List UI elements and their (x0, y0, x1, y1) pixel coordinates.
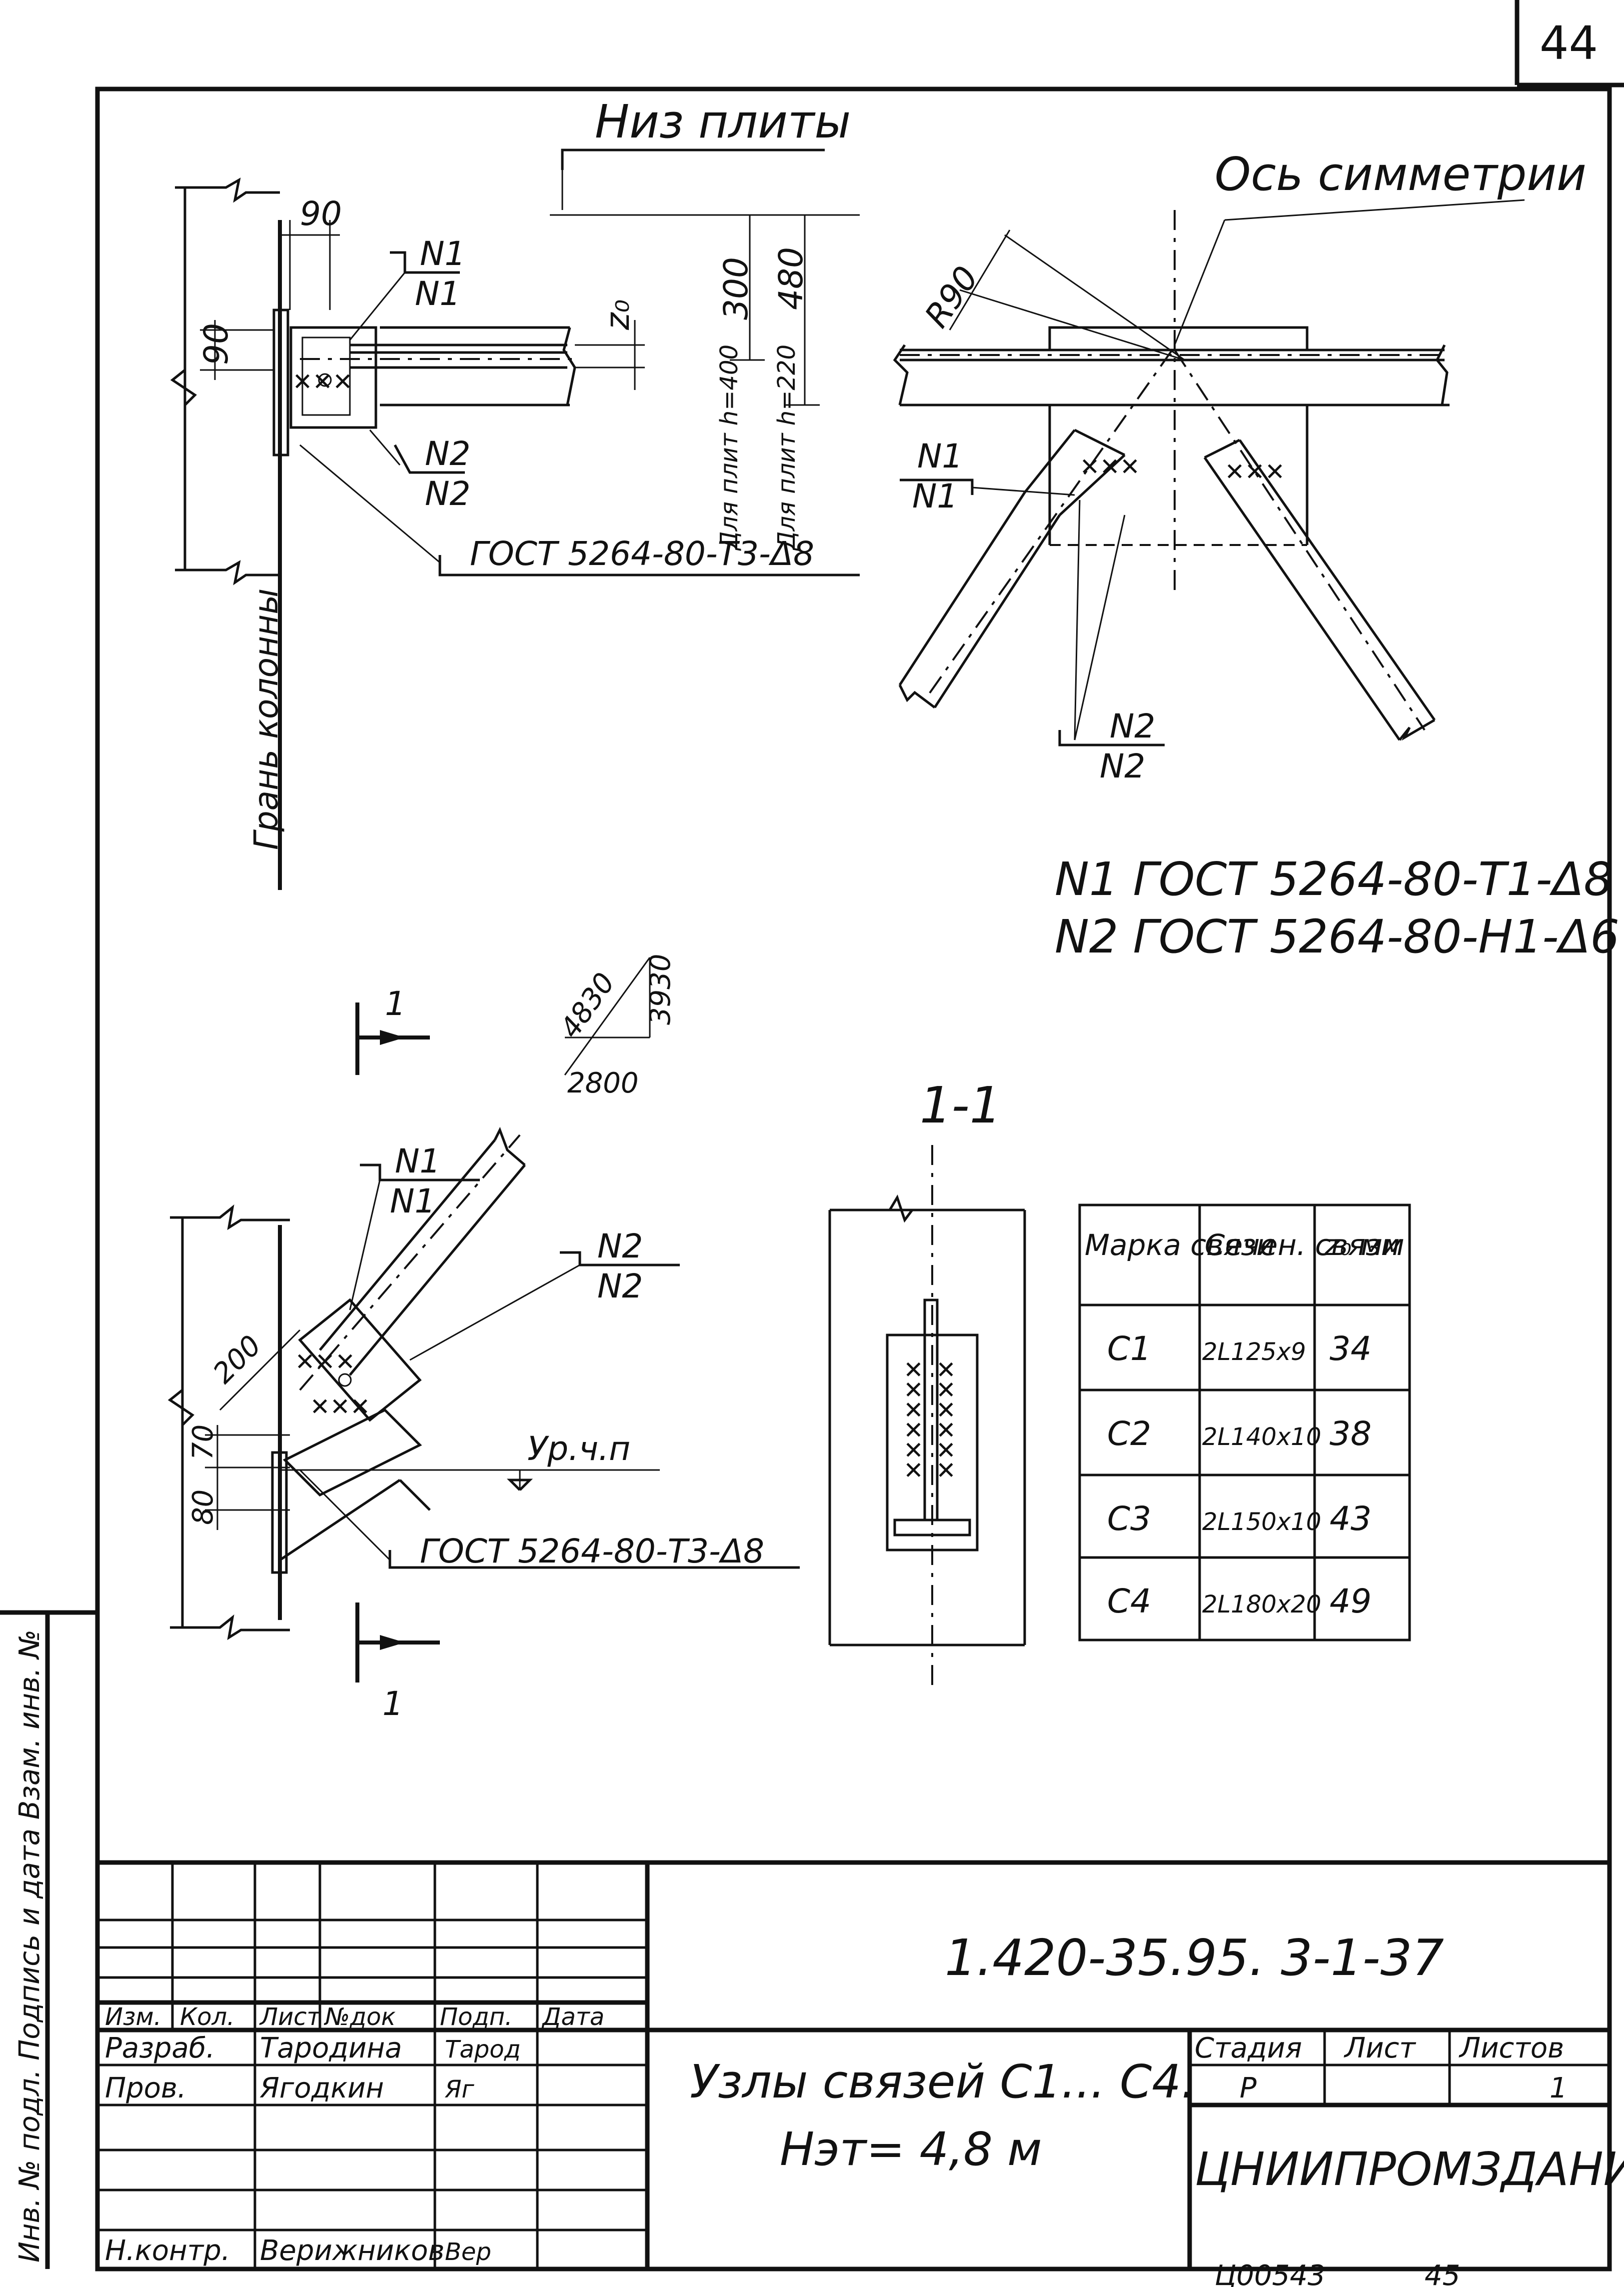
column-face-label: Грань колонны (247, 588, 285, 850)
archive-code: Ц00543 (1215, 2260, 1326, 2287)
table-header-z0: z₀ мм (1324, 1228, 1405, 1262)
sheets-header: Листов (1459, 2032, 1564, 2064)
weld-crosses-3: ✕✕✕ (1225, 458, 1285, 486)
n1-top-left-b: N1 (415, 274, 460, 313)
slab-h400: Для плит h=400 (715, 344, 743, 551)
table-cell-r1c1: 2L140x10 (1202, 1423, 1321, 1451)
role-normcontrol: Н.контр. (105, 2234, 230, 2267)
section-mark-bottom: 1 (382, 1684, 403, 1723)
col-kol: Кол. (180, 2003, 234, 2031)
table-cell-r0c0: С1 (1107, 1330, 1151, 1368)
name-developer: Тародина (260, 2032, 402, 2064)
dim-z0: z₀ (598, 300, 637, 330)
col-list: Лист (259, 2003, 322, 2031)
dim-2800: 2800 (567, 1067, 639, 1100)
weld-crosses-2: ✕✕✕ (1080, 453, 1140, 481)
section-label: 1-1 (920, 1076, 1001, 1134)
title-block: 1.420-35.95. 3-1-37 Изм. Кол. Лист №док … (97, 1860, 1624, 2269)
table-cell-r0c1: 2L125x9 (1202, 1338, 1306, 1366)
page-number: 44 (1540, 16, 1598, 70)
node-top-left: ✕✕✕ 90 90 N1 N1 N2 N2 ГОСТ 5264-80-Т3-Δ8 (170, 95, 860, 890)
n1-top-left-a: N1 (420, 234, 465, 273)
weld-t3-bottom: ГОСТ 5264-80-Т3-Δ8 (420, 1532, 764, 1570)
table-cell-r0c2: 34 (1330, 1330, 1372, 1368)
dim-90-top: 90 (300, 194, 342, 233)
col-izm: Изм. (105, 2003, 161, 2031)
weld-crosses-4: ✕✕✕ (295, 1348, 355, 1376)
weld-t3-top: ГОСТ 5264-80-Т3-Δ8 (470, 534, 814, 573)
dim-70: 70 (187, 1424, 219, 1460)
drawing-title-2: Нэт= 4,8 м (780, 2122, 1042, 2176)
role-checker: Пров. (105, 2072, 186, 2104)
n1-bottom-a: N1 (395, 1142, 440, 1180)
level-ref-label: Ур.ч.п (527, 1430, 630, 1468)
stage-header: Стадия (1195, 2032, 1302, 2064)
drawing-frame (95, 86, 1612, 2272)
n2-top-left-a: N2 (425, 434, 470, 473)
col-data: Дата (541, 2003, 604, 2031)
col-podp: Подп. (440, 2003, 512, 2031)
n2-top-left-b: N2 (425, 474, 470, 513)
table-cell-r2c1: 2L150x10 (1202, 1508, 1321, 1536)
name-checker: Ягодкин (259, 2072, 384, 2104)
binding-stamp-text: Инв. № подл. Подпись и дата Взам. инв. № (13, 1630, 46, 2262)
table-cell-r3c1: 2L180x20 (1202, 1590, 1321, 1618)
n2-bottom-b: N2 (597, 1267, 643, 1306)
weld-crosses-1: ✕✕✕ (292, 368, 353, 396)
bracing-table: Марка связи Сечен. связи z₀ мм С1 2L125x… (1078, 1204, 1411, 1642)
archive-num: 45 (1425, 2260, 1460, 2287)
table-cell-r1c2: 38 (1330, 1414, 1372, 1453)
n1-top-right-b: N1 (912, 477, 958, 516)
sign-checker: Яг (444, 2076, 474, 2104)
sheet-header: Лист (1344, 2032, 1416, 2064)
organization: ЦНИИПРОМЗДАНИЙ (1195, 2142, 1624, 2196)
table-cell-r2c2: 43 (1330, 1500, 1372, 1538)
table-cell-r1c0: С2 (1107, 1414, 1151, 1453)
symmetry-axis-label: Ось симметрии (1215, 148, 1587, 201)
dim-480: 480 (772, 247, 810, 310)
n2-top-right-a: N2 (1110, 707, 1155, 746)
role-developer: Разраб. (105, 2032, 215, 2064)
weld-crosses-6: ✕✕✕✕✕✕ (900, 1360, 928, 1480)
dim-r90: R90 (917, 260, 986, 335)
table-header-section: Сечен. связи (1205, 1228, 1400, 1262)
n1-top-right-a: N1 (917, 437, 963, 476)
doc-code: 1.420-35.95. 3-1-37 (945, 1928, 1444, 1987)
sign-developer: Тарод (445, 2036, 521, 2064)
table-cell-r3c2: 49 (1330, 1582, 1372, 1620)
dim-80: 80 (187, 1490, 219, 1525)
weld-crosses-7: ✕✕✕✕✕✕ (933, 1360, 961, 1480)
table-header-mark: Марка связи (1085, 1228, 1275, 1262)
weld-legend-n1: N1 ГОСТ 5264-80-Т1-Δ8 (1055, 852, 1613, 906)
node-top-right: ✕✕✕ ✕✕✕ Ось симметрии R90 N1 N1 N2 N2 (893, 148, 1587, 786)
dim-300: 300 (717, 257, 755, 320)
dim-200: 200 (207, 1329, 268, 1390)
dim-3930: 3930 (644, 954, 677, 1025)
dim-4830: 4830 (554, 967, 621, 1044)
section-1-1: 1-1 ✕✕✕✕✕✕ ✕✕✕✕✕✕ (828, 1076, 1026, 1685)
n1-bottom-b: N1 (390, 1182, 435, 1220)
weld-legend-n2: N2 ГОСТ 5264-80-Н1-Δ6 (1055, 910, 1620, 964)
drawing-title-1: Узлы связей С1... С4. (690, 2055, 1196, 2108)
underside-slab-label: Низ плиты (595, 95, 851, 148)
section-mark-top: 1 (385, 984, 406, 1023)
dim-90-left: 90 (197, 323, 235, 365)
table-cell-r2c0: С3 (1107, 1500, 1151, 1538)
sign-normcontrol: Вер (445, 2238, 491, 2266)
weld-crosses-5: ✕✕✕ (310, 1393, 370, 1421)
binding-stamp: Инв. № подл. Подпись и дата Взам. инв. № (0, 1610, 97, 2269)
page-number-box: 44 (1515, 0, 1624, 88)
node-bottom-left: ✕✕✕ ✕✕✕ 4830 3930 2800 1 1 N1 N1 N2 N2 2… (167, 954, 800, 1723)
table-cell-r3c0: С4 (1107, 1582, 1151, 1620)
n2-bottom-a: N2 (597, 1227, 643, 1266)
sheets-value: 1 (1550, 2072, 1568, 2104)
name-normcontrol: Верижников (260, 2234, 444, 2267)
slab-h220: Для плит h=220 (773, 344, 801, 551)
col-ndok: №док (323, 2003, 395, 2031)
n2-top-right-b: N2 (1100, 747, 1145, 786)
stage-value: Р (1240, 2072, 1257, 2104)
